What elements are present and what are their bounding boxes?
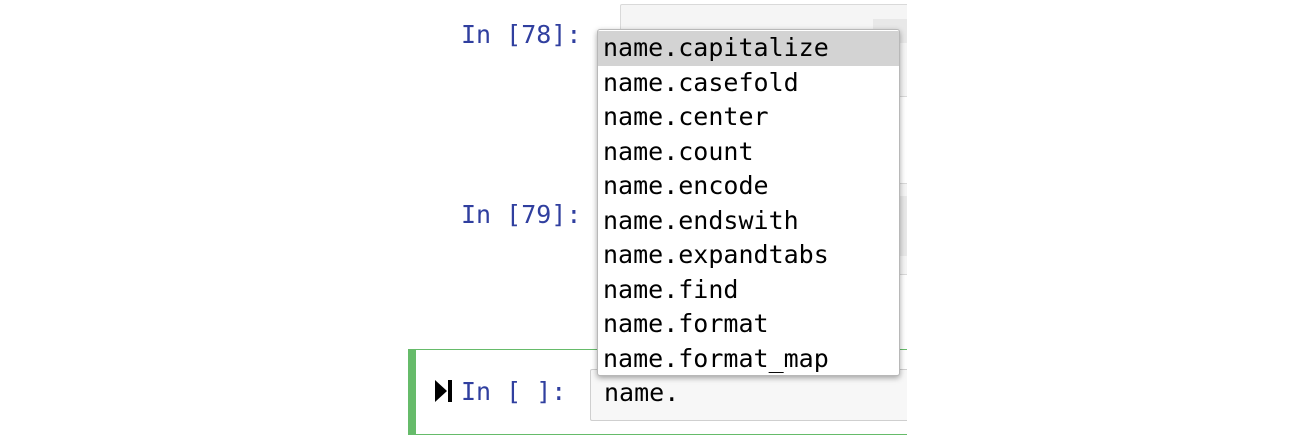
completer-item[interactable]: name.count [603,136,754,166]
completer-item[interactable]: name.casefold [603,67,799,97]
active-cell-prompt: In [ ]: [461,377,567,406]
completer-item[interactable]: name.format [603,309,769,338]
active-cell-input[interactable] [590,369,920,421]
completer-item[interactable]: name.center [603,102,769,131]
run-cell-icon[interactable] [435,380,453,402]
page-margin [907,0,1315,437]
completer-item[interactable]: name.encode [603,171,769,200]
completer-item[interactable]: name.expandtabs [603,240,829,269]
completer-item[interactable]: name.find [603,274,739,304]
code-text[interactable]: name. [604,378,680,407]
completer-item[interactable]: name.endswith [603,205,799,235]
cell-79-prompt: In [79]: [461,200,582,229]
autocomplete-dropdown[interactable]: name.capitalize name.casefold name.cente… [597,29,900,376]
completer-item[interactable]: name.format_map [603,343,829,373]
cell-78-prompt: In [78]: [461,20,582,49]
completer-item[interactable]: name.capitalize [598,31,899,66]
